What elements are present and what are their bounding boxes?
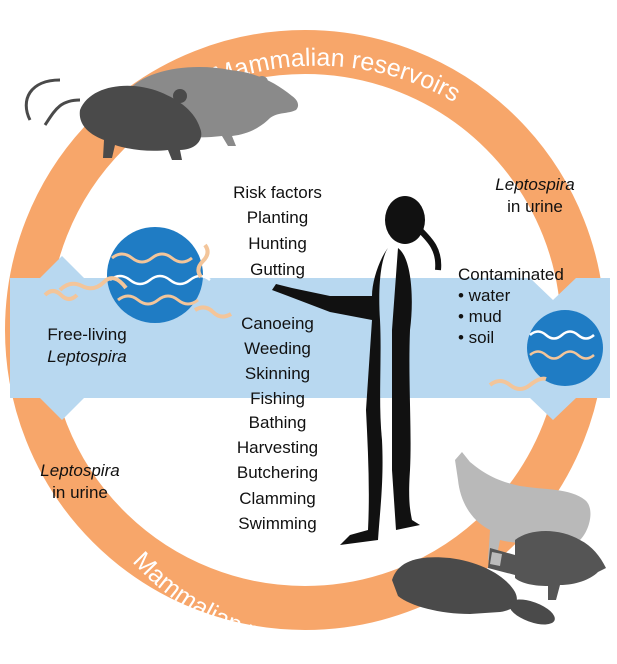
risk-factor-item: Clamming — [239, 489, 316, 508]
urine-label-right-line1: Leptospira — [495, 175, 575, 194]
risk-factor-item: Swimming — [238, 514, 317, 533]
risk-factor-item: Skinning — [244, 364, 311, 383]
urine-label-right-line2: in urine — [507, 197, 563, 216]
free-living-label: Free-living — [22, 326, 152, 343]
urine-label-right: Leptospira — [475, 176, 595, 193]
urine-label-right-line2-wrap: in urine — [475, 198, 595, 215]
urine-label-left-line2: in urine — [52, 483, 108, 502]
contaminated-item: • mud — [458, 307, 502, 326]
risk-factor-item: Harvesting — [236, 438, 319, 457]
leptospira-globe-icon — [488, 310, 603, 391]
contaminated-title: Contaminated — [458, 265, 564, 284]
contaminated-item: • water — [458, 286, 511, 305]
contaminated-item: • soil — [458, 328, 495, 347]
free-living-line1: Free-living — [47, 325, 127, 344]
risk-factor-item: Butchering — [236, 463, 319, 482]
leptospira-globe-icon — [43, 227, 233, 323]
risk-factor-item: Canoeing — [241, 314, 314, 333]
urine-label-left-line2-wrap: in urine — [20, 484, 140, 501]
rodent-icon — [24, 78, 202, 160]
urine-label-left-line1: Leptospira — [40, 461, 120, 480]
risk-factor-item: Gutting — [250, 260, 305, 279]
risk-factor-item: Planting — [246, 208, 309, 227]
free-living-line2: Leptospira — [47, 347, 127, 366]
free-living-label-2: Leptospira — [22, 348, 152, 365]
risk-factor-item: Bathing — [248, 413, 307, 432]
human-icon — [272, 196, 442, 545]
raccoon-icon — [488, 531, 606, 600]
risk-factor-item: Weeding — [244, 339, 311, 358]
risk-factors-title: Risk factors — [233, 183, 322, 202]
risk-factor-item: Fishing — [250, 389, 305, 408]
beaver-icon — [392, 557, 555, 625]
risk-factor-item: Hunting — [248, 234, 307, 253]
contaminated-list: Contaminated • water • mud • soil — [458, 264, 564, 348]
urine-label-left: Leptospira — [20, 462, 140, 479]
